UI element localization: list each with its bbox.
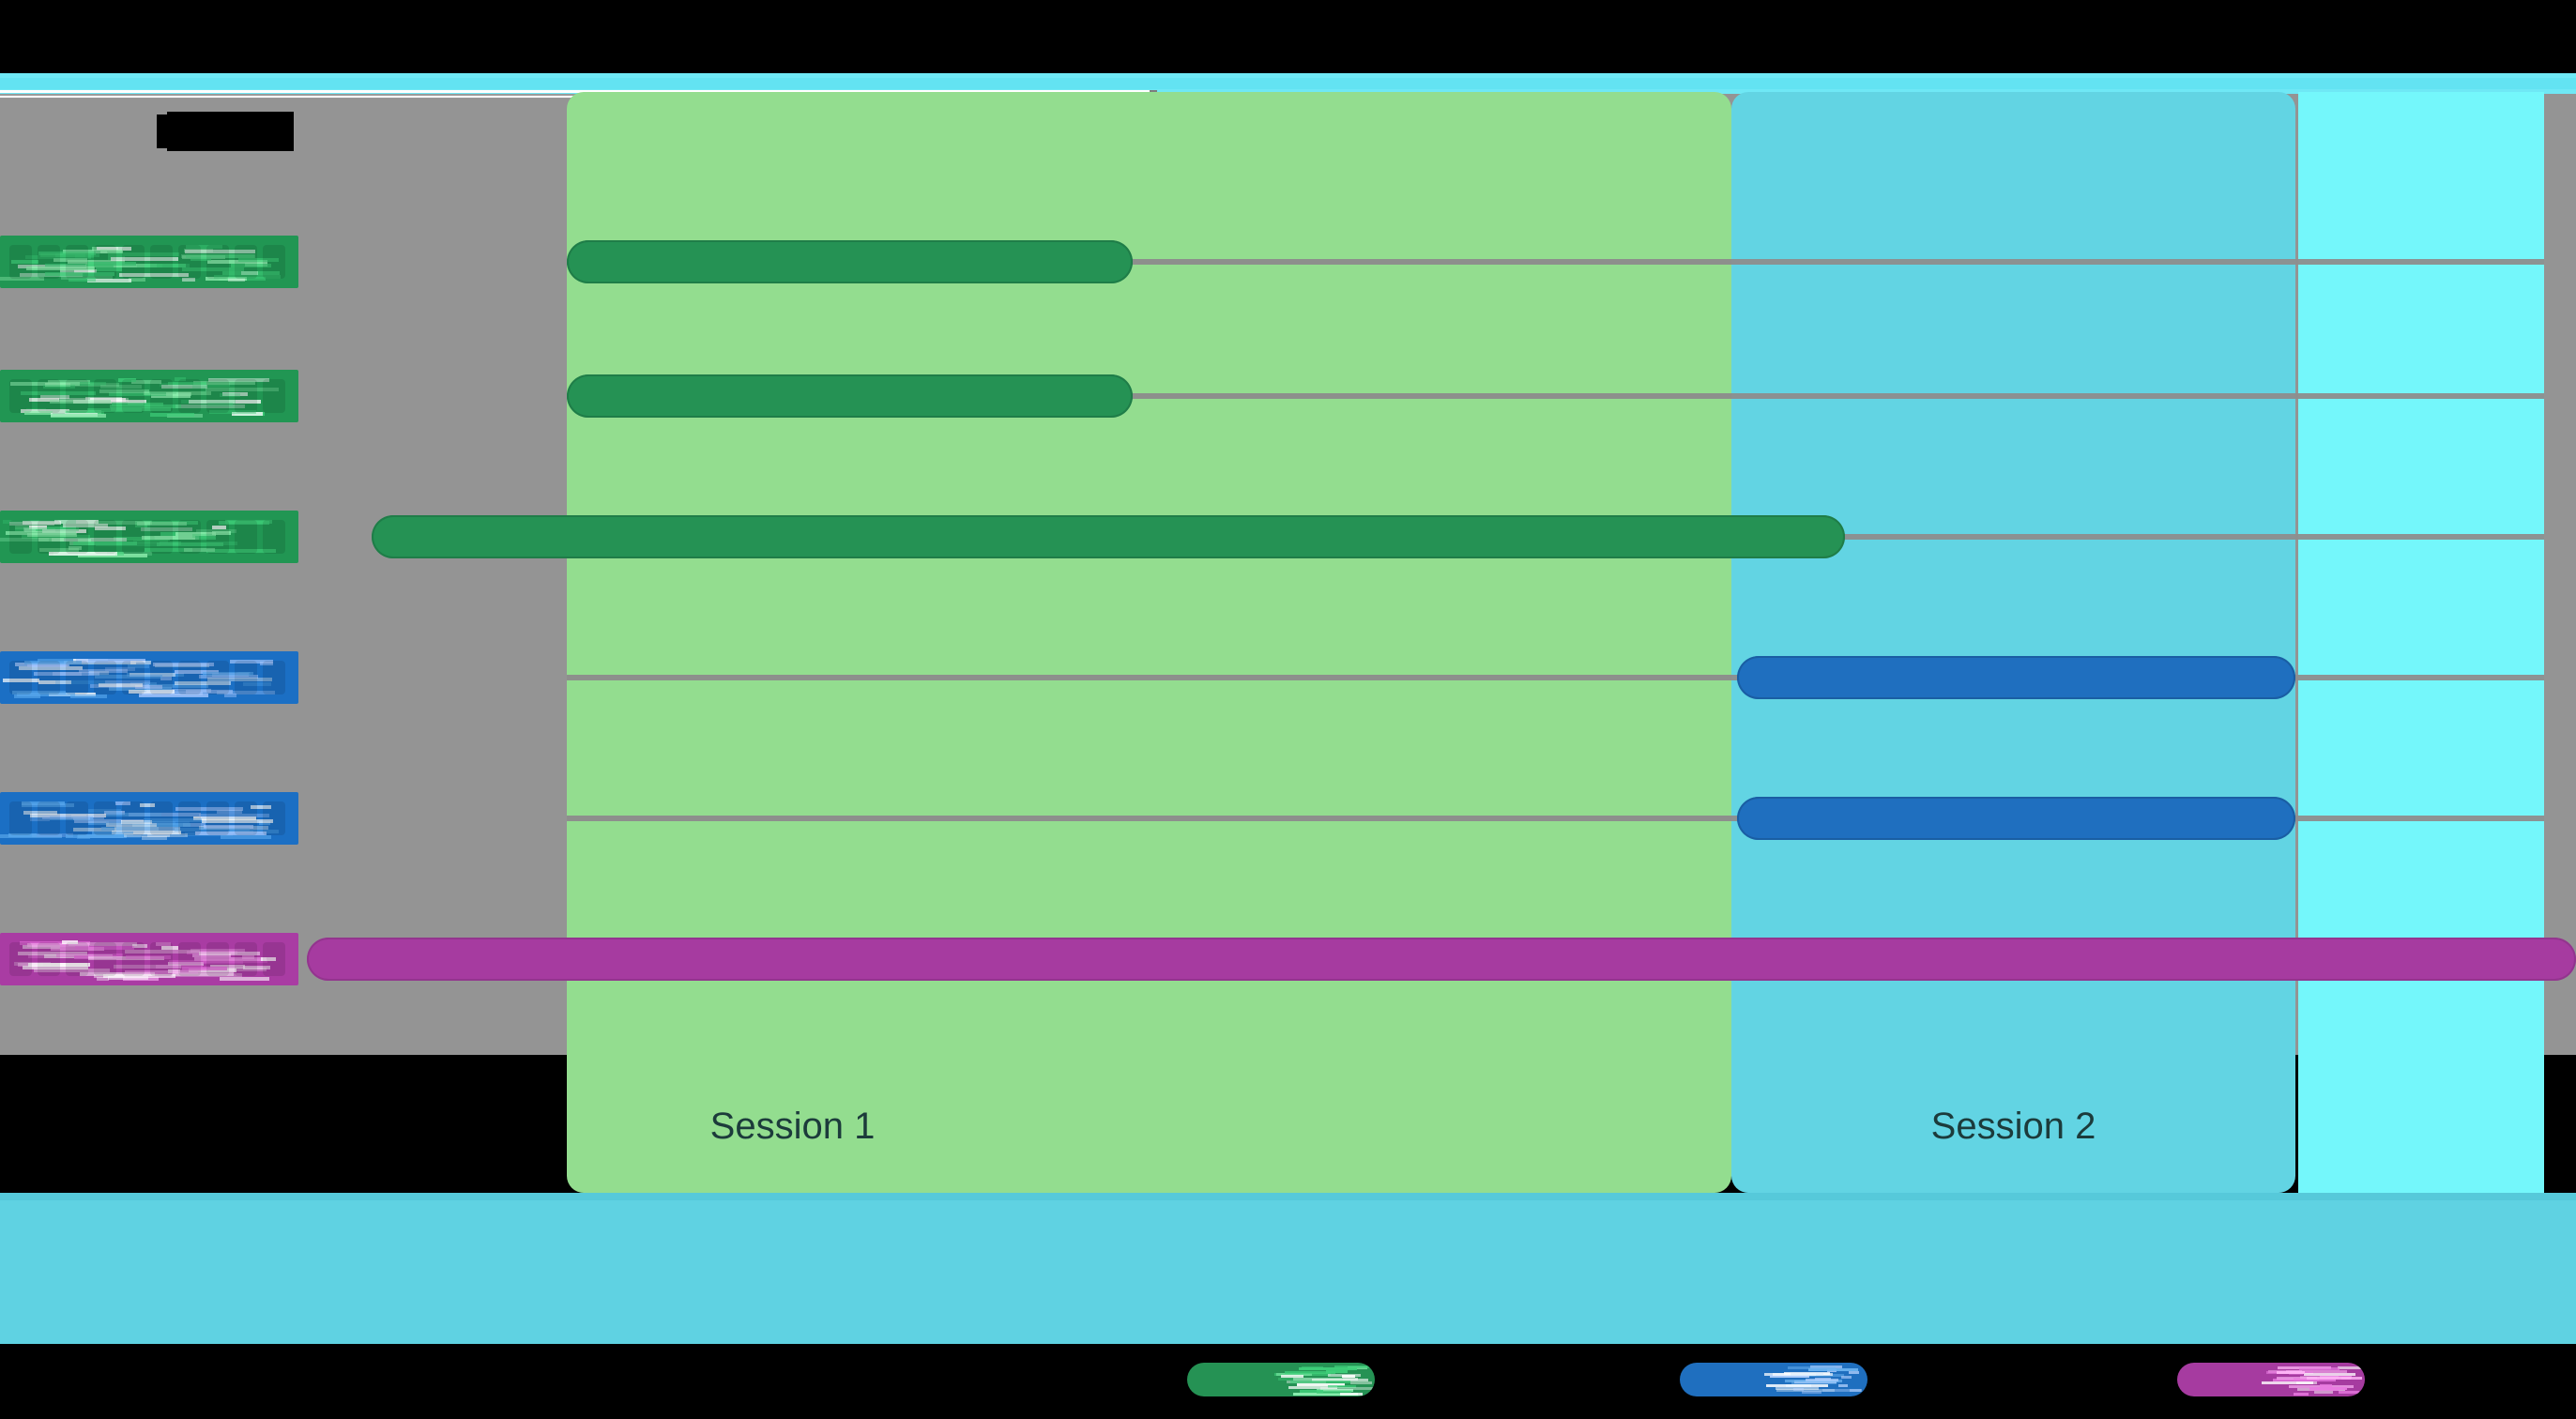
label-glyph-noise	[0, 933, 298, 985]
plot-right-gutter	[2544, 94, 2576, 1055]
y-axis-label-valvesola1	[0, 236, 298, 288]
legend-label-glyph-noise	[1680, 1363, 1867, 1396]
top-letterbox	[0, 0, 2576, 73]
legend-item-valvesolb[interactable]	[1680, 1363, 1867, 1396]
session-band-2-label: Session 2	[1930, 1106, 2096, 1147]
label-glyph-noise	[0, 236, 298, 288]
label-glyph-noise	[0, 511, 298, 563]
task-bar-valvesola2[interactable]	[567, 374, 1133, 418]
task-bar-valvesola1[interactable]	[567, 240, 1133, 283]
gridline-lead-4	[567, 816, 1731, 821]
y-axis-label-valvesolb1	[0, 651, 298, 704]
y-axis-label-valvesola3	[0, 511, 298, 563]
task-bar-valvesolb2[interactable]	[1737, 797, 2295, 840]
legend-item-valvesolc[interactable]	[2177, 1363, 2365, 1396]
axis-separator-line-upper	[0, 90, 1154, 93]
footer-cyan-band-edge	[0, 1193, 2576, 1200]
task-bar-valvesola3[interactable]	[372, 515, 1845, 558]
session-band-1-label: Session 1	[709, 1106, 876, 1147]
task-bar-valvesolb1[interactable]	[1737, 656, 2295, 699]
task-bar-valvesolc1[interactable]	[307, 938, 2576, 981]
legend-item-valvesola[interactable]	[1187, 1363, 1375, 1396]
label-glyph-noise	[0, 651, 298, 704]
chart-title-redaction-block-main	[157, 114, 294, 148]
gridline-lead-1	[567, 393, 1731, 399]
y-axis-label-valvesola2	[0, 370, 298, 422]
legend-label-glyph-noise	[2177, 1363, 2365, 1396]
y-axis-label-valvesolc1	[0, 933, 298, 985]
footer-cyan-band	[0, 1193, 2576, 1344]
session-band-trailing	[2298, 92, 2544, 1193]
session-band-2[interactable]: Session 2	[1731, 92, 2295, 1193]
label-glyph-noise	[0, 792, 298, 845]
top-cyan-frame-strip-inner	[0, 78, 2576, 89]
gridline-lead-0	[567, 259, 1731, 265]
gridline-lead-3	[567, 675, 1731, 680]
legend-label-glyph-noise	[1187, 1363, 1375, 1396]
label-glyph-noise	[0, 370, 298, 422]
y-axis-label-valvesolb2	[0, 792, 298, 845]
